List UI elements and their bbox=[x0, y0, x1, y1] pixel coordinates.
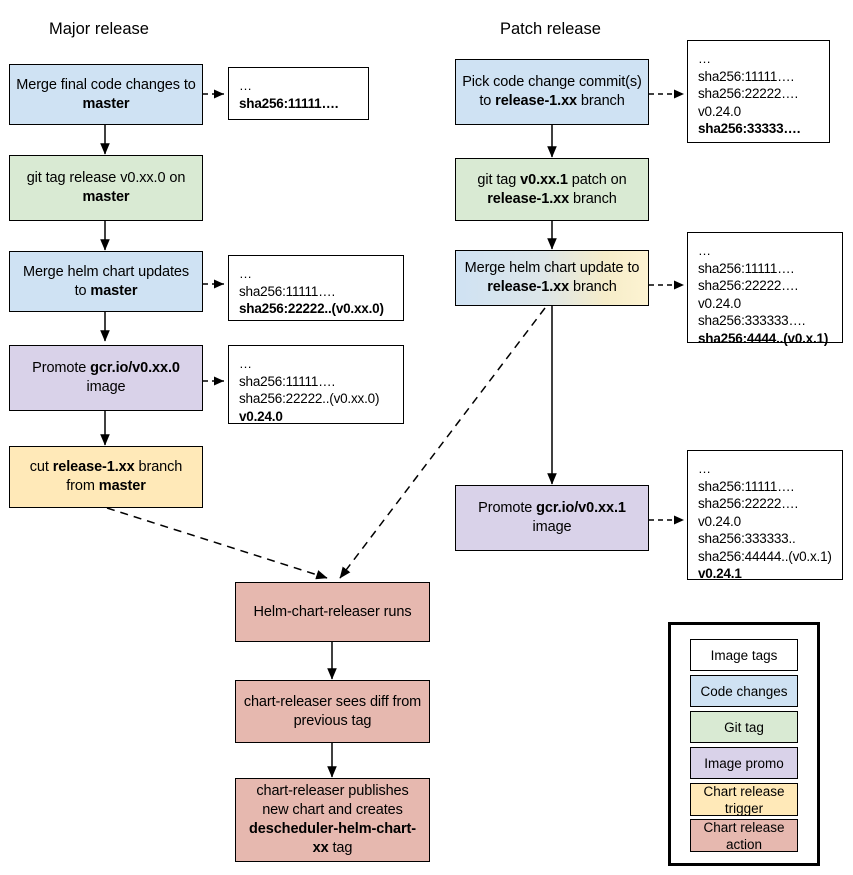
note-box-image-tags-3: … sha256:11111…. sha256:22222..(v0.xx.0) v0… bbox=[228, 345, 404, 424]
node-pick-code-change-commits[interactable]: Pick code change commit(s) to release-1.… bbox=[455, 59, 649, 125]
node-label: Merge final code changes to master bbox=[16, 76, 196, 112]
legend-item-git-tag[interactable]: Git tag bbox=[690, 711, 798, 743]
node-merge-helm-chart-updates[interactable]: Merge helm chart updates to master bbox=[9, 251, 203, 312]
note-box-image-tags-6: … sha256:11111…. sha256:22222…. v0.24.0 sha2… bbox=[687, 450, 843, 581]
legend-label: Git tag bbox=[724, 719, 764, 735]
note-line: … bbox=[698, 51, 712, 66]
note-line: sha256:4444..(v0.x.1) bbox=[698, 330, 829, 346]
node-label: chart-releaser sees diff from previous t… bbox=[243, 693, 422, 729]
major-release-title: Major release bbox=[49, 20, 149, 38]
node-label: Promote gcr.io/v0.xx.1 image bbox=[478, 500, 626, 535]
node-label: Merge helm chart updates to master bbox=[22, 263, 190, 299]
node-helm-chart-releaser-runs[interactable]: Helm-chart-releaser runs bbox=[235, 582, 430, 642]
node-merge-final-code[interactable]: Merge final code changes to master bbox=[9, 64, 203, 125]
legend-item-chart-release-action[interactable]: Chart release action bbox=[690, 819, 798, 852]
note-line: v0.24.0 bbox=[698, 513, 741, 529]
note-box-image-tags-1: … sha256:11111…. bbox=[228, 67, 369, 120]
legend-label: Image tags bbox=[710, 647, 778, 663]
node-label: git tag release v0.xx.0 on master bbox=[26, 170, 186, 205]
node-promote-image-patch[interactable]: Promote gcr.io/v0.xx.1 image bbox=[455, 485, 649, 551]
note-line: sha256:11111…. bbox=[698, 260, 795, 276]
note-line: sha256:22222…. bbox=[698, 86, 799, 101]
note-line: sha256:44444..(v0.x.1) bbox=[698, 548, 832, 564]
node-label: Merge helm chart update to release-1.xx … bbox=[464, 260, 640, 295]
note-line: v0.24.0 bbox=[698, 103, 741, 119]
node-cut-release-branch[interactable]: cut release-1.xx branch from master bbox=[9, 446, 203, 508]
legend-item-code-changes[interactable]: Code changes bbox=[690, 675, 798, 707]
note-line: sha256:11111…. bbox=[239, 283, 336, 299]
note-line: sha256:22222…. bbox=[698, 278, 799, 293]
note-box-image-tags-5: … sha256:11111…. sha256:22222…. v0.24.0 sha2… bbox=[687, 232, 843, 346]
note-line: sha256:22222…. bbox=[698, 496, 799, 511]
note-line: sha256:22222..(v0.xx.0) bbox=[239, 301, 384, 316]
node-merge-helm-chart-update-patch[interactable]: Merge helm chart update to release-1.xx … bbox=[455, 250, 649, 306]
node-label: Promote gcr.io/v0.xx.0 image bbox=[32, 360, 180, 395]
note-line: … bbox=[239, 356, 253, 371]
note-line: sha256:11111…. bbox=[239, 373, 336, 389]
note-line: v0.24.0 bbox=[698, 295, 741, 311]
note-line: sha256:11111…. bbox=[698, 478, 795, 494]
node-label: git tag v0.xx.1 patch on release-1.xx br… bbox=[477, 171, 627, 207]
note-line: sha256:22222..(v0.xx.0) bbox=[239, 391, 380, 406]
legend-item-image-promo[interactable]: Image promo bbox=[690, 747, 798, 779]
legend-label: Code changes bbox=[700, 683, 788, 699]
node-label: cut release-1.xx branch from master bbox=[29, 459, 183, 494]
note-line: sha256:11111…. bbox=[239, 95, 339, 111]
node-git-tag-release[interactable]: git tag release v0.xx.0 on master bbox=[9, 155, 203, 221]
note-box-image-tags-2: … sha256:11111…. sha256:22222..(v0.xx.0) bbox=[228, 255, 404, 321]
note-line: v0.24.1 bbox=[698, 566, 742, 581]
legend-item-chart-release-trigger[interactable]: Chart release trigger bbox=[690, 783, 798, 816]
note-line: v0.24.0 bbox=[239, 408, 283, 424]
node-chart-releaser-sees-diff[interactable]: chart-releaser sees diff from previous t… bbox=[235, 680, 430, 743]
node-chart-releaser-publishes[interactable]: chart-releaser publishes new chart and c… bbox=[235, 778, 430, 862]
node-label: Pick code change commit(s) to release-1.… bbox=[462, 74, 642, 109]
node-git-tag-patch[interactable]: git tag v0.xx.1 patch on release-1.xx br… bbox=[455, 158, 649, 221]
note-line: sha256:33333…. bbox=[698, 121, 801, 136]
note-line: … bbox=[698, 461, 712, 476]
note-line: … bbox=[239, 266, 253, 281]
note-line: … bbox=[698, 243, 712, 258]
legend-item-image-tags[interactable]: Image tags bbox=[690, 639, 798, 671]
note-line: … bbox=[239, 78, 253, 93]
patch-release-title: Patch release bbox=[500, 20, 601, 38]
note-box-image-tags-4: … sha256:11111…. sha256:22222…. v0.24.0 sha2… bbox=[687, 40, 830, 143]
legend-label: Chart release trigger bbox=[703, 783, 785, 816]
note-line: sha256:333333…. bbox=[698, 313, 806, 328]
node-label: chart-releaser publishes new chart and c… bbox=[249, 783, 416, 856]
node-promote-image-major[interactable]: Promote gcr.io/v0.xx.0 image bbox=[9, 345, 203, 411]
note-line: sha256:11111…. bbox=[698, 68, 795, 84]
node-label: Helm-chart-releaser runs bbox=[253, 603, 412, 620]
legend-label: Chart release action bbox=[703, 819, 785, 852]
note-line: sha256:333333.. bbox=[698, 531, 796, 546]
legend-label: Image promo bbox=[704, 755, 784, 771]
